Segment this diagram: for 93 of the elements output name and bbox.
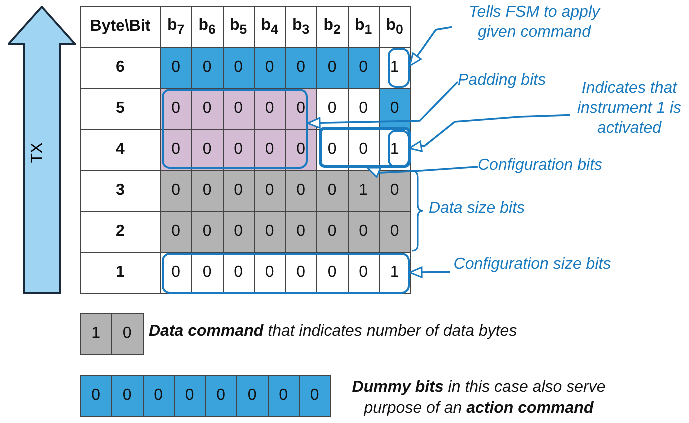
bit-value: 0	[390, 100, 400, 118]
bit-value: 0	[265, 59, 274, 77]
bit-value: 0	[359, 264, 368, 282]
up-arrow-shape	[8, 6, 76, 294]
callout-text: Configuration bits	[478, 156, 630, 178]
bit-value: 0	[359, 59, 368, 77]
bit-value: 0	[202, 100, 212, 118]
bit-value: 0	[296, 223, 306, 241]
bit-value: 0	[265, 264, 274, 282]
bit-value: 0	[265, 141, 274, 159]
bit-value: 0	[234, 100, 244, 118]
bit-value: 0	[328, 223, 337, 241]
bit-value: 0	[234, 223, 244, 241]
row-header: 6	[116, 59, 125, 77]
bit-value: 0	[248, 387, 257, 405]
bit-value: 0	[234, 59, 244, 77]
bit-value: 0	[234, 264, 244, 282]
leader-line	[367, 166, 478, 178]
bit-value: 0	[202, 182, 212, 200]
bit-value: 0	[172, 100, 181, 118]
bit-value: 0	[359, 100, 368, 118]
column-header: b$_{1}$	[355, 16, 372, 38]
column-header: b$_{3}$	[292, 16, 310, 38]
bit-value: 0	[296, 182, 306, 200]
callout-text: Tells FSM to apply given command	[452, 3, 617, 47]
leader-line	[409, 266, 450, 278]
bit-value: 0	[328, 141, 337, 159]
bit-value: 0	[92, 387, 101, 405]
leader-line	[307, 81, 459, 129]
legend-text: Data command that indicates number of data bytes	[149, 322, 518, 342]
highlight-outline	[162, 89, 308, 169]
bit-value: 0	[265, 100, 274, 118]
bit-value: 0	[202, 264, 212, 282]
bit-value: 0	[202, 59, 212, 77]
bit-value: 0	[310, 387, 320, 405]
highlight-frame	[319, 127, 411, 168]
row-header: 2	[116, 223, 125, 241]
bit-value: 1	[390, 141, 400, 159]
bit-value: 0	[154, 387, 164, 405]
bit-value: 0	[296, 100, 306, 118]
highlight-outline	[162, 253, 410, 294]
column-header: b$_{0}$	[386, 16, 404, 38]
bit-value: 0	[296, 141, 306, 159]
bit-value: 1	[390, 59, 400, 77]
bit-value: 0	[279, 387, 288, 405]
leader-line	[408, 114, 570, 152]
column-header: b$_{4}$	[261, 16, 278, 38]
highlight-outline	[388, 48, 410, 88]
bit-value: 0	[202, 141, 212, 159]
bit-value: 0	[390, 223, 400, 241]
bit-value: 0	[328, 264, 337, 282]
callout-text: Configuration size bits	[450, 255, 615, 299]
column-header: Byte\Bit	[90, 18, 151, 36]
bit-value: 0	[216, 387, 226, 405]
bit-value: 0	[328, 100, 337, 118]
bit-value: 0	[172, 182, 181, 200]
bit-value: 0	[265, 223, 274, 241]
column-header: b$_{7}$	[168, 16, 185, 38]
bit-value: 0	[122, 325, 132, 343]
leader-line	[409, 26, 452, 67]
bit-value: 0	[234, 182, 244, 200]
bit-value: 0	[202, 223, 212, 241]
legend-text: Dummy bits in this case also serve purpose of an action command	[351, 378, 607, 419]
bit-value: 1	[92, 325, 101, 343]
annotation-text: Data size bits	[429, 199, 526, 219]
bit-value: 0	[296, 59, 306, 77]
arrow-label: TX	[29, 142, 48, 164]
bit-value: 0	[359, 223, 368, 241]
row-header: 5	[116, 100, 125, 118]
bit-value: 0	[265, 182, 274, 200]
bit-value: 0	[234, 141, 244, 159]
bit-value: 0	[390, 182, 400, 200]
column-header: b$_{5}$	[230, 16, 248, 38]
bit-value: 0	[328, 59, 337, 77]
bit-value: 0	[172, 141, 181, 159]
bit-value: 0	[172, 264, 181, 282]
highlight-outline	[388, 130, 410, 168]
callout-text: Padding bits	[458, 71, 568, 93]
bit-value: 1	[359, 182, 368, 200]
bit-value: 0	[172, 59, 181, 77]
callout-text: Indicates that instrument 1 is activated	[570, 79, 689, 145]
row-header: 4	[116, 141, 125, 159]
bit-value: 0	[328, 182, 337, 200]
row-header: 3	[116, 182, 125, 200]
column-header: b$_{6}$	[198, 16, 216, 38]
bit-value: 0	[185, 387, 194, 405]
row-header: 1	[116, 264, 125, 282]
bit-value: 0	[296, 264, 306, 282]
bit-value: 0	[172, 223, 181, 241]
bit-value: 1	[390, 264, 400, 282]
column-header: b$_{2}$	[324, 16, 341, 38]
bit-value: 0	[359, 141, 368, 159]
bit-value: 0	[122, 387, 132, 405]
